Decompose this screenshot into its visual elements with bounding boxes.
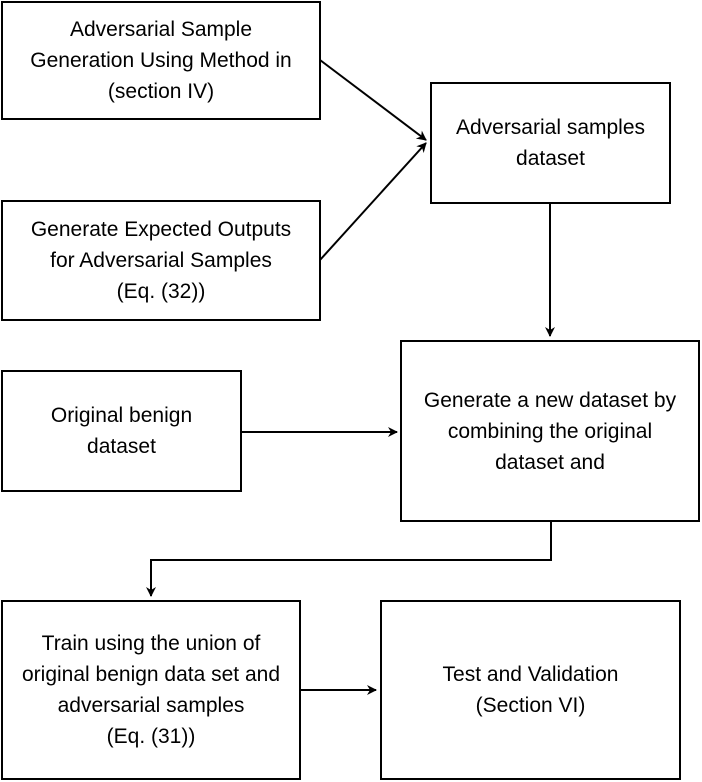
node-train-union: Train using the union of original benign…: [1, 600, 301, 780]
arrow-expected-outputs-to-adversarial-dataset: [319, 142, 427, 261]
arrow-generation-to-adversarial-dataset: [319, 59, 427, 141]
node-text: Train using the union of original benign…: [21, 632, 281, 748]
node-original-benign-dataset: Original benign dataset: [1, 370, 242, 492]
node-text: Original benign dataset: [50, 404, 193, 458]
node-text: Generate Expected Outputs for Adversaria…: [30, 218, 292, 303]
node-text: Adversarial Sample Generation Using Meth…: [30, 18, 292, 103]
node-adversarial-sample-generation: Adversarial Sample Generation Using Meth…: [1, 1, 321, 120]
node-test-and-validation: Test and Validation (Section VI): [380, 600, 681, 780]
node-text: Generate a new dataset by combining the …: [423, 388, 677, 474]
node-combine-dataset: Generate a new dataset by combining the …: [400, 340, 700, 522]
node-text: Adversarial samples dataset: [455, 116, 646, 170]
node-generate-expected-outputs: Generate Expected Outputs for Adversaria…: [1, 200, 321, 321]
node-text: Test and Validation (Section VI): [442, 663, 619, 717]
node-adversarial-samples-dataset: Adversarial samples dataset: [430, 82, 671, 204]
arrow-combine-to-train: [146, 521, 552, 597]
